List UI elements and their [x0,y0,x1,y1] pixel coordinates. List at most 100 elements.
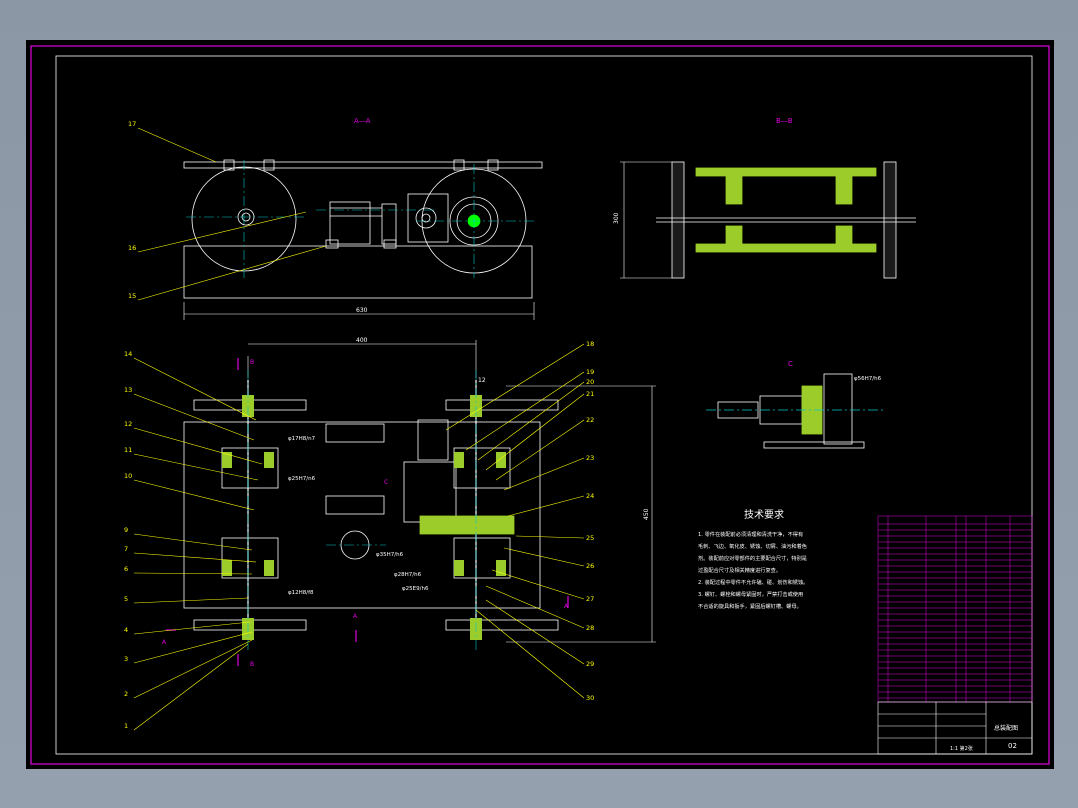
tech-line-4: 过盈配合尺寸及相关精度进行复查。 [698,566,781,574]
leader-line [137,245,327,301]
leader-line [133,533,253,551]
leader-line [503,457,585,491]
dim-aa-width: 630 [356,307,368,314]
leader-line [133,631,253,664]
parts-list-table [877,515,1033,703]
fit-1: φ17H8/n7 [288,436,316,442]
assembly-drawing: A—A [30,45,1050,765]
balloon-label: 7 [124,545,128,553]
balloon-label: 3 [124,655,128,663]
balloon-label: 5 [124,595,128,603]
leader-line [485,393,585,471]
fit-3: φ12H8/f8 [288,590,314,596]
leader-line [503,547,585,567]
balloon-label: 20 [586,378,594,386]
fit-2: φ25H7/n6 [288,476,316,482]
section-bb-title: B—B [776,117,793,125]
tech-line-6: 3. 螺钉、螺栓和螺母紧固时，严禁打击或使用 [698,590,803,598]
balloon-label: 4 [124,626,128,634]
marker-a-right: A [564,603,569,610]
tech-line-5: 2. 装配过程中零件不允许磕、碰、划伤和锈蚀。 [698,578,808,586]
detail-c-title: C [788,360,793,368]
balloon-label: 12 [124,420,132,428]
balloon-label: 2 [124,690,128,698]
leader-line [133,597,249,604]
tech-line-3: 剂。装配前应对零部件的主要配合尺寸，特别是 [698,554,807,562]
balloon-label: 14 [124,350,132,358]
leader-line [133,357,257,421]
balloon-label: 1 [124,722,128,730]
balloon-label: 11 [124,446,132,454]
leader-line [485,599,585,665]
balloon-label: 23 [586,454,594,462]
balloon-label: 10 [124,472,132,480]
section-markers: A A A B B C [162,359,569,668]
leader-line [133,479,255,511]
section-aa-title: A—A [354,117,371,125]
section-aa-view: A—A [183,117,543,320]
dim-plan-top-right: 12 [478,377,486,384]
fit-annotations: φ17H8/n7 φ25H7/n6 φ12H8/f8 φ35H7/h6 φ28H… [288,376,882,596]
leader-line [133,643,249,731]
leader-line [445,343,585,431]
leader-line [475,609,585,699]
leader-line [133,621,251,635]
fit-4: φ35H7/h6 [376,552,404,558]
inner-frame [55,55,1033,755]
balloon-label: 17 [128,120,136,128]
section-bb-view: B—B 300 [613,117,916,279]
marker-a-top: A [353,613,358,620]
tech-requirements: 技术要求 1. 零件在装配前必须清理和清洗干净，不得有 毛刺、飞边、氧化皮、锈蚀… [698,508,808,610]
tech-title: 技术要求 [744,508,784,521]
leader-line [477,381,585,461]
leader-line [133,639,253,699]
leader-line [491,569,585,600]
outer-frame [30,45,1050,765]
marker-b-bottom: B [250,661,254,668]
marker-b-top: B [250,359,254,366]
balloon-label: 15 [128,292,136,300]
leader-line [507,495,585,517]
balloon-label: 16 [128,244,136,252]
fit-6: φ25E9/h6 [402,586,429,592]
title-block-sheet: 02 [1008,742,1017,750]
leader-line [133,427,263,465]
balloon-label: 9 [124,526,128,534]
dim-bb-height: 300 [613,212,620,224]
leader-line [133,453,259,481]
leader-line [137,211,307,253]
balloon-label: 30 [586,694,594,702]
leader-line [485,585,585,629]
drawing-sheet: A—A [26,40,1054,769]
balloon-label: 26 [586,562,594,570]
balloon-label: 18 [586,340,594,348]
balloon-label: 24 [586,492,594,500]
marker-a-left: A [162,639,167,646]
fit-7: φ56H7/h6 [854,376,882,382]
balloon-label: 19 [586,368,594,376]
balloon-label: 25 [586,534,594,542]
balloon-label: 22 [586,416,594,424]
balloon-numbers: 1413121110976543211819202122232425262728… [124,120,594,730]
balloon-label: 21 [586,390,594,398]
leader-line [515,535,585,539]
leader-line [133,393,255,441]
tech-line-2: 毛刺、飞边、氧化皮、锈蚀、切屑、油污和着色 [698,542,807,550]
detail-c-view: C [706,360,886,449]
fit-5: φ28H7/h6 [394,572,422,578]
tech-line-1: 1. 零件在装配前必须清理和清洗干净，不得有 [698,530,803,538]
balloon-label: 13 [124,386,132,394]
plan-view-hatch [222,395,506,640]
balloon-label: 27 [586,595,594,603]
leader-line [495,419,585,481]
dim-plan-top: 400 [356,337,368,344]
title-block-name: 总装配图 [994,724,1018,732]
balloon-label: 29 [586,660,594,668]
leader-line [137,127,217,163]
dim-plan-right: 450 [643,508,650,520]
title-block-scale: 1:1 第2张 [950,745,973,752]
marker-c-plan: C [384,479,388,486]
section-aa-centerlines [186,160,534,280]
balloon-label: 28 [586,624,594,632]
